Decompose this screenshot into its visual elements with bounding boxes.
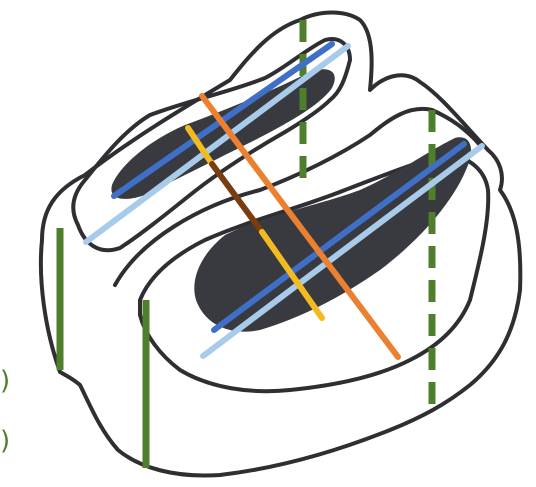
brown-line-middle (212, 164, 262, 232)
paren-mark-1: ) (0, 368, 10, 394)
paren-mark-2: ) (0, 428, 10, 454)
